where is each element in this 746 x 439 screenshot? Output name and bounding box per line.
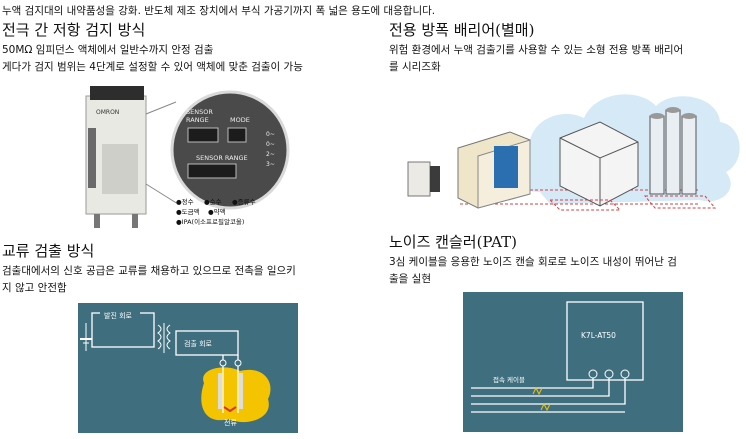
terminal — [234, 359, 242, 367]
device-pin — [132, 214, 138, 228]
device-label-area — [102, 144, 138, 194]
current-arrow — [223, 406, 237, 413]
transformer-coil — [157, 324, 162, 350]
detection-box — [175, 330, 239, 356]
device-side-strip — [88, 128, 96, 188]
range-value: 3~ — [266, 161, 275, 168]
barrier-label — [494, 146, 518, 188]
terminal — [588, 369, 598, 379]
cable-wire — [471, 376, 610, 397]
gas-cylinder — [681, 115, 697, 195]
dial-label: RANGE — [186, 116, 209, 124]
terminal — [219, 359, 227, 367]
unit-label: K7L-AT50 — [581, 331, 616, 340]
zoom-guide-line — [145, 101, 177, 115]
noise-canceller-diagram: K7L-AT50 접속 케이블 — [463, 292, 683, 432]
cable-label: 접속 케이블 — [493, 375, 525, 384]
text-line: 50MΩ 임피던스 액체에서 일반수까지 안정 검출 — [2, 44, 214, 56]
device-top-cap — [90, 86, 144, 100]
label-backing — [100, 309, 140, 321]
text-line: 를 시리즈화 — [389, 61, 441, 73]
section-title-barrier: 전용 방폭 배리어(별매) — [389, 21, 535, 39]
liquid-legend-item: ●증류수 — [232, 198, 256, 206]
current-label: 전류 — [224, 418, 237, 427]
cylinder-cap — [666, 107, 680, 113]
liquid-legend-item: ●약액 — [208, 207, 226, 216]
text-line: 3심 케이블을 응용한 노이즈 캔슬 회로로 노이즈 내성이 뛰어난 검 — [389, 256, 677, 268]
tank — [559, 121, 639, 207]
electrode — [218, 373, 222, 409]
controller-front — [430, 166, 440, 192]
text-line: 지 않고 안전함 — [2, 282, 67, 294]
liquid-spill — [201, 367, 271, 423]
text-line: 검출대에서의 신호 공급은 교류를 채용하고 있으므로 전촉을 일으키 — [2, 265, 296, 277]
dip-switch — [187, 127, 219, 143]
range-value: 2~ — [266, 151, 275, 158]
cable-wire — [471, 376, 594, 389]
dip-switch — [187, 163, 237, 179]
electrode — [239, 373, 243, 409]
oscillator-label: 발진 회로 — [104, 311, 133, 320]
terminal — [620, 369, 630, 379]
liquid-legend-item: ●정수 — [176, 197, 194, 206]
barrier-illustration — [407, 94, 740, 211]
section-text-noise-canceller: 3심 케이블을 응용한 노이즈 캔슬 회로로 노이즈 내성이 뛰어난 검 출을 … — [389, 254, 744, 288]
zoom-guide-line — [145, 183, 179, 205]
section-text-ac-detection: 검출대에서의 신호 공급은 교류를 채용하고 있으므로 전촉을 일으키 지 않고… — [2, 263, 382, 297]
sensor-range-label: SENSOR RANGE — [196, 154, 248, 162]
text-line: 출을 실현 — [389, 273, 431, 285]
sensor-mat — [548, 199, 622, 211]
sensor-mat — [643, 195, 717, 209]
zoom-circle — [170, 90, 290, 210]
text-line: 위험 환경에서 누액 검출기를 사용할 수 있는 소형 전용 방폭 배리어 — [389, 44, 684, 56]
liquid-legend-item: ●IPA(이소프로필알코올) — [176, 217, 244, 226]
device-photo: OMRON SENSOR RANGE MODE SENSOR RANGE 0~ … — [85, 86, 290, 228]
range-value: 0~ — [266, 131, 275, 138]
range-value: 0~ — [266, 141, 275, 148]
section-title-ac-detection: 교류 검출 방식 — [2, 242, 95, 260]
dip-switch — [227, 127, 247, 143]
ac-detection-diagram: 발진 회로 검출 회로 전류 — [78, 303, 298, 433]
section-title-noise-canceller: 노이즈 캔슬러(PAT) — [389, 233, 518, 251]
section-text-barrier: 위험 환경에서 누액 검출기를 사용할 수 있는 소형 전용 방폭 배리어 를 … — [389, 42, 744, 76]
noise-symbol — [532, 386, 543, 396]
section-text-resistance: 50MΩ 임피던스 액체에서 일반수까지 안정 검출 게다가 검지 범위는 4단… — [2, 42, 382, 76]
liquid-legend-item: ●순수 — [204, 198, 222, 206]
intro-text: 누액 검지대의 내약품성을 강화. 반도체 제조 장치에서 부식 가공기까지 폭… — [2, 5, 436, 17]
cylinder-cap — [650, 113, 664, 119]
liquid-legend-item: ●도금액 — [176, 208, 200, 216]
gas-cylinder — [665, 109, 681, 195]
terminal — [604, 369, 614, 379]
transformer-coil — [166, 324, 171, 350]
device-pin — [94, 214, 100, 228]
noise-symbol — [540, 402, 551, 412]
cylinder-cap — [682, 113, 696, 119]
controller-unit — [407, 161, 431, 197]
dial-label: MODE — [230, 116, 250, 124]
cable-wire — [471, 376, 626, 405]
device-brand: OMRON — [96, 109, 119, 116]
dial-label: SENSOR — [186, 108, 213, 116]
unit-box — [566, 301, 644, 381]
text-line: 게다가 검지 범위는 4단계로 설정할 수 있어 액체에 맞춘 검출이 가능 — [2, 61, 303, 73]
detection-label: 검출 회로 — [184, 339, 213, 348]
diagram-background — [463, 292, 683, 432]
gas-cylinder — [649, 115, 665, 195]
section-title-resistance: 전극 간 저항 검지 방식 — [2, 21, 146, 39]
